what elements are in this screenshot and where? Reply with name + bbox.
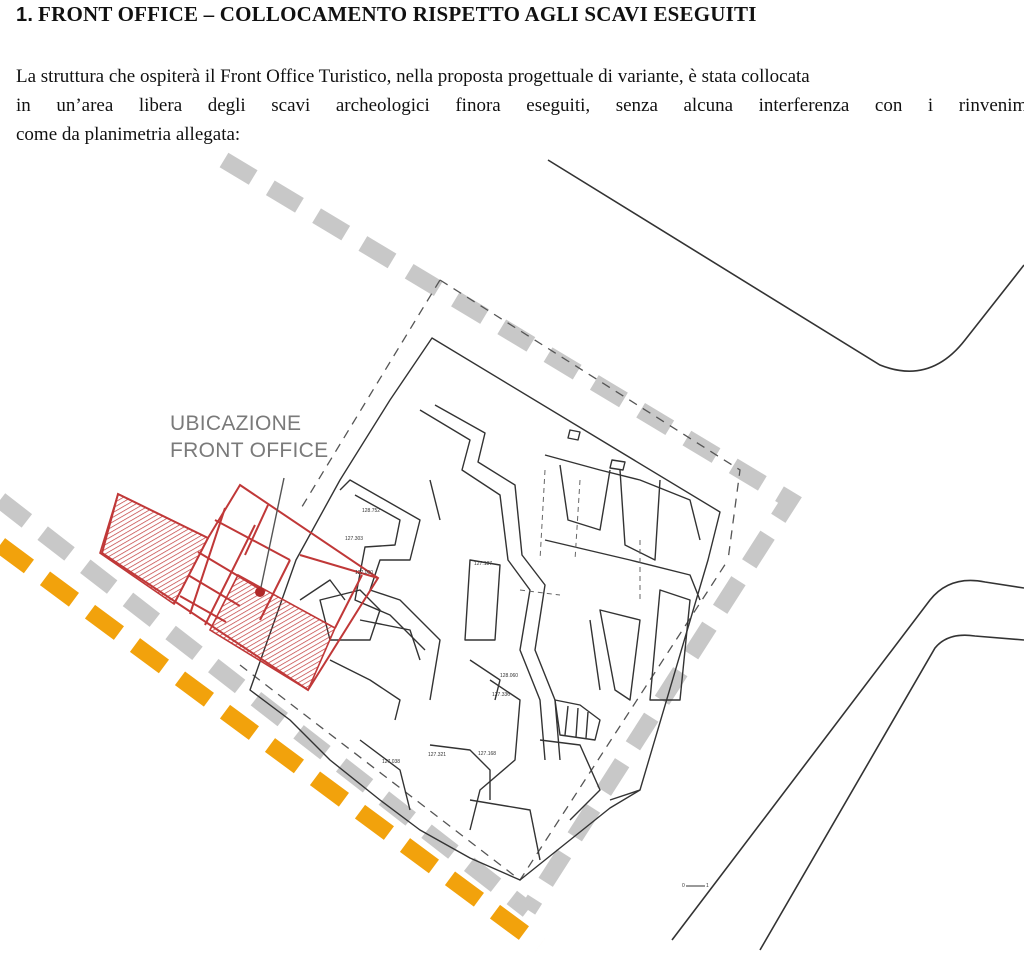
scale-end: 1: [706, 883, 709, 889]
word: i: [927, 95, 934, 116]
street-curbs: [547, 159, 1024, 951]
word: alcuna: [683, 95, 734, 116]
elevation-label: 128.060: [500, 673, 518, 679]
word: interferenza: [758, 95, 850, 116]
front-office-footprint: [99, 477, 380, 692]
word: eseguiti,: [526, 95, 591, 116]
curb-lower-outer: [671, 579, 1024, 941]
section-heading: 1. FRONT OFFICE – COLLOCAMENTO RISPETTO …: [16, 2, 1024, 30]
elevation-label: 127.187: [474, 561, 492, 567]
caption-leader-line: [259, 477, 285, 593]
elevation-label: 127.336: [492, 692, 510, 698]
word: un’area: [56, 95, 114, 116]
scale-start: 0: [682, 883, 685, 889]
word: degli: [207, 95, 246, 116]
body-paragraph: La struttura che ospiterà il Front Offic…: [16, 62, 1024, 149]
paragraph-line-2: in un’area libera degli scavi archeologi…: [16, 91, 1024, 120]
caption-line-1: UBICAZIONE: [170, 412, 302, 435]
elevation-label: 127.000: [355, 570, 373, 576]
word: in: [16, 95, 31, 116]
word: con: [874, 95, 903, 116]
word: scavi: [271, 95, 311, 116]
elevation-label: 127.321: [428, 752, 446, 758]
elevation-label: 128.752: [362, 508, 380, 514]
site-plan-drawing: 128.752 127.303 127.000 127.187 128.060 …: [0, 152, 1024, 952]
paragraph-line-3: come da planimetria allegata:: [16, 124, 241, 145]
elevation-label: 127.168: [478, 751, 496, 757]
section-title: FRONT OFFICE – COLLOCAMENTO RISPETTO AGL…: [38, 2, 757, 26]
word: rinvenimenti: [958, 95, 1024, 116]
word: finora: [455, 95, 501, 116]
elevation-label: 127.038: [382, 759, 400, 765]
elevation-label: 127.303: [345, 536, 363, 542]
site-plan: 128.752 127.303 127.000 127.187 128.060 …: [0, 150, 1024, 953]
ruins-dashed-details: [519, 469, 641, 600]
location-marker: [255, 587, 265, 597]
word: archeologici: [335, 95, 430, 116]
curb-upper: [547, 159, 1024, 372]
road-line: [0, 538, 546, 952]
paragraph-line-1: La struttura che ospiterà il Front Offic…: [16, 66, 810, 87]
scale-bar: 0 1: [682, 883, 709, 889]
word: libera: [138, 95, 183, 116]
caption-line-2: FRONT OFFICE: [170, 439, 329, 462]
section-number: 1.: [16, 4, 34, 26]
front-office-caption: UBICAZIONE FRONT OFFICE: [170, 410, 370, 464]
curb-lower-inner: [759, 634, 1024, 951]
word: senza: [615, 95, 658, 116]
